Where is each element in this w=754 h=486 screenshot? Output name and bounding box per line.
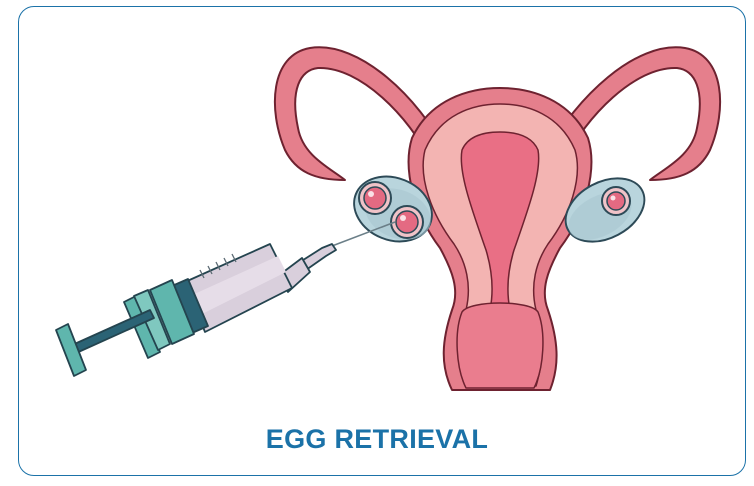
syringe-icon: [56, 222, 395, 376]
egg-icon: [359, 182, 391, 214]
egg-icon: [602, 187, 630, 215]
diagram-caption: EGG RETRIEVAL: [0, 424, 754, 455]
egg-icon: [391, 206, 423, 238]
cervix: [457, 303, 543, 388]
uterus-icon: [275, 47, 720, 390]
